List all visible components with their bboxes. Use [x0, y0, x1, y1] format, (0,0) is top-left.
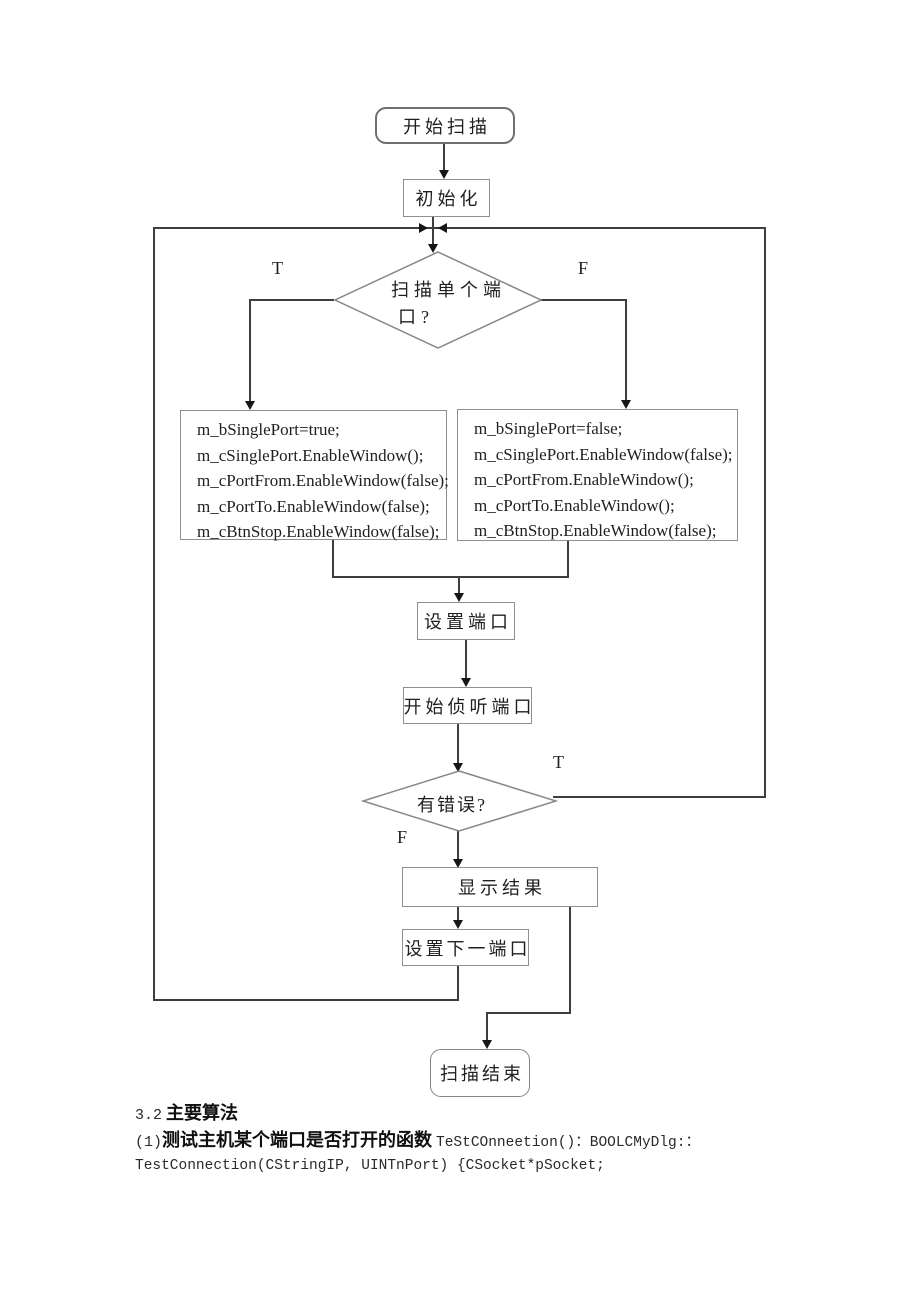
decision-single-port-shape: [333, 251, 543, 349]
connector: [457, 831, 459, 861]
connector: [332, 540, 334, 578]
branch-label-false-1: F: [578, 258, 589, 278]
listen-port-node: 开始侦听端口: [403, 687, 532, 724]
code-line: m_cPortFrom.EnableWindow();: [474, 470, 694, 489]
section-number: 3.2: [135, 1107, 163, 1124]
arrowhead-icon: [461, 678, 471, 687]
end-node: 扫描结束: [430, 1049, 530, 1097]
connector: [332, 576, 569, 578]
code-line: m_cPortFrom.EnableWindow(false);: [197, 471, 449, 490]
arrowhead-icon: [453, 859, 463, 868]
item-code: TeStCOnneetion()：BOOLCMyDlg:：: [436, 1135, 700, 1151]
arrowhead-icon: [453, 763, 463, 772]
decision-error-text: 有错误?: [417, 795, 487, 815]
connector: [432, 217, 434, 245]
code-paragraph: TestConnection(CStringIP, UINTnPort) {CS…: [135, 1156, 605, 1174]
item-heading: (1)测试主机某个端口是否打开的函数 TeStCOnneetion()：BOOL…: [135, 1126, 700, 1152]
show-result-node: 显示结果: [402, 867, 598, 907]
arrowhead-icon: [621, 400, 631, 409]
branch-label-true-2: T: [553, 752, 564, 772]
connector: [569, 906, 571, 1014]
connector: [249, 299, 251, 402]
arrowhead-icon: [438, 223, 447, 233]
connector: [486, 1012, 488, 1042]
connector: [553, 796, 766, 798]
arrowhead-icon: [419, 223, 428, 233]
connector-loop-bottom: [153, 999, 459, 1001]
code-line: m_cPortTo.EnableWindow();: [474, 495, 675, 515]
item-title: 测试主机某个端口是否打开的函数: [162, 1130, 433, 1150]
branch-label-false-2: F: [397, 827, 408, 847]
code-line: m_cSinglePort.EnableWindow();: [197, 445, 424, 465]
arrowhead-icon: [439, 170, 449, 179]
decision-single-port-text-2: 口?: [398, 307, 434, 327]
arrowhead-icon: [453, 920, 463, 929]
code-line: m_cPortTo.EnableWindow(false);: [197, 496, 430, 516]
connector: [443, 143, 445, 173]
connector: [457, 906, 459, 922]
connector: [457, 724, 459, 765]
code-line: m_cSinglePort.EnableWindow(false);: [474, 444, 733, 464]
set-next-port-node: 设置下一端口: [402, 929, 529, 966]
connector: [625, 299, 627, 401]
arrowhead-icon: [245, 401, 255, 410]
start-node: 开始扫描: [375, 107, 515, 144]
decision-error-shape: [361, 770, 558, 832]
code-line: m_cBtnStop.EnableWindow(false);: [197, 522, 440, 541]
connector: [567, 541, 569, 578]
section-heading: 3.2 主要算法: [135, 1099, 238, 1125]
set-port-node: 设置端口: [417, 602, 515, 640]
connector-loop-left: [153, 227, 155, 1001]
item-number: (1): [135, 1134, 163, 1151]
code-line: m_bSinglePort=false;: [474, 419, 623, 438]
decision-single-port-text-1: 扫描单个端: [391, 280, 506, 300]
arrowhead-icon: [428, 244, 438, 253]
code-line: m_cBtnStop.EnableWindow(false);: [474, 521, 717, 540]
code-text: TestConnection(CStringIP, UINTnPort) {CS…: [135, 1158, 605, 1174]
connector: [249, 299, 334, 301]
arrowhead-icon: [454, 593, 464, 602]
init-node: 初始化: [403, 179, 490, 217]
connector-loop-top: [153, 227, 766, 229]
arrowhead-icon: [482, 1040, 492, 1049]
code-line: m_bSinglePort=true;: [197, 420, 340, 439]
branch-label-true-1: T: [272, 258, 283, 278]
single-port-code-box: m_bSinglePort=true; m_cSinglePort.Enable…: [180, 410, 449, 541]
connector: [486, 1012, 571, 1014]
range-port-code-box: m_bSinglePort=false; m_cSinglePort.Enabl…: [457, 409, 738, 541]
connector: [465, 638, 467, 680]
connector-loop-right: [764, 227, 766, 798]
connector: [458, 576, 460, 594]
connector: [540, 299, 627, 301]
section-title: 主要算法: [166, 1103, 239, 1123]
connector: [457, 965, 459, 1001]
